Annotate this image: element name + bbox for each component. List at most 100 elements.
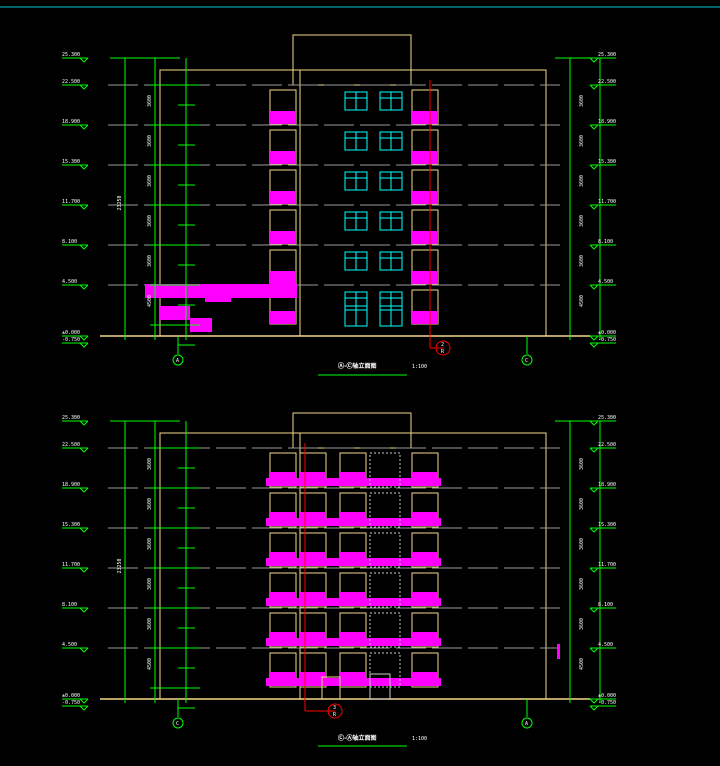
balcony-opening — [411, 652, 439, 688]
level-triangle — [589, 342, 599, 348]
level-text: ±0.000 — [598, 693, 616, 699]
level-triangle — [79, 447, 89, 453]
level-text: 15.300 — [62, 522, 80, 528]
section-sheet: R — [333, 712, 337, 718]
floor-dimension-text: 3600 — [147, 255, 153, 267]
title-block-2: Ⓒ-Ⓐ轴立面图 1:100 — [318, 734, 427, 747]
stair-tower — [292, 412, 412, 449]
floor-dimension-text: 4500 — [147, 295, 153, 307]
floor-dimension-text: 4500 — [579, 658, 585, 670]
balcony-opening — [269, 612, 297, 648]
floor-dimension-text: 3600 — [147, 538, 153, 550]
elevation-1-title: Ⓐ-Ⓒ轴立面图 — [338, 362, 377, 370]
level-triangle — [589, 244, 599, 250]
level-triangle — [79, 342, 89, 348]
axis-bubble — [521, 354, 533, 366]
axis-label: C — [525, 358, 528, 364]
level-text: -0.750 — [62, 700, 80, 706]
level-triangle — [589, 647, 599, 653]
corridor-railing — [266, 478, 441, 486]
elevation-1-scale: 1:100 — [412, 364, 427, 370]
level-text: 15.300 — [598, 522, 616, 528]
floor-dimension-text: 3600 — [147, 135, 153, 147]
floor-dimension-text: 3600 — [147, 578, 153, 590]
balcony-opening — [269, 572, 297, 608]
level-text: 8.100 — [62, 602, 77, 608]
level-text: 4.500 — [598, 279, 613, 285]
floor-dimension-text: 3600 — [147, 95, 153, 107]
level-triangle — [79, 647, 89, 653]
elevation-2-title: Ⓒ-Ⓐ轴立面图 — [338, 734, 377, 742]
canopy-marker — [557, 644, 560, 659]
level-text: 18.900 — [62, 482, 80, 488]
floor-dimension-text: 4500 — [579, 295, 585, 307]
floor-dimension-text: 3600 — [579, 578, 585, 590]
axis-label: A — [525, 721, 528, 727]
floor-dimension-text: 3600 — [579, 458, 585, 470]
balcony-opening — [339, 452, 367, 488]
level-triangle — [589, 284, 599, 290]
level-text: 22.500 — [62, 442, 80, 448]
axis-label: C — [176, 721, 179, 727]
total-dimension-text: 23250 — [117, 195, 123, 210]
section-number: 3 — [333, 705, 336, 711]
balcony-opening — [299, 492, 327, 528]
floor-dimension-text: 3600 — [579, 618, 585, 630]
level-text: 11.700 — [598, 199, 616, 205]
balcony-opening — [411, 612, 439, 648]
level-text: 25.300 — [62, 52, 80, 58]
level-text: 11.700 — [62, 199, 80, 205]
level-triangle — [79, 567, 89, 573]
entrance-door — [321, 676, 341, 700]
level-triangle — [79, 607, 89, 613]
balcony-opening — [411, 572, 439, 608]
level-triangle — [79, 420, 89, 426]
level-triangle — [589, 527, 599, 533]
floor-dimension-text: 3600 — [147, 618, 153, 630]
level-text: 8.100 — [598, 239, 613, 245]
balcony-opening — [339, 492, 367, 528]
floor-dimension-text: 3600 — [579, 175, 585, 187]
level-triangle — [589, 335, 599, 341]
level-text: ±0.000 — [598, 330, 616, 336]
level-triangle — [589, 607, 599, 613]
section-sheet: R — [441, 349, 445, 355]
level-text: -0.750 — [598, 700, 616, 706]
level-triangle — [79, 698, 89, 704]
balcony-opening — [411, 492, 439, 528]
level-text: 18.900 — [62, 119, 80, 125]
level-triangle — [79, 57, 89, 63]
corridor-railing — [266, 558, 441, 566]
balcony-opening — [299, 452, 327, 488]
level-triangle — [79, 204, 89, 210]
section-symbol — [327, 703, 343, 719]
balcony-opening — [269, 492, 297, 528]
balcony-railing — [270, 151, 296, 164]
level-text: 18.900 — [598, 482, 616, 488]
total-dimension-text: 23250 — [117, 558, 123, 573]
floor-dimension-text: 4500 — [147, 658, 153, 670]
stair-flight — [205, 288, 231, 302]
level-text: 25.300 — [598, 415, 616, 421]
corridor-railing — [266, 638, 441, 646]
balcony-opening — [411, 452, 439, 488]
level-text: 11.700 — [598, 562, 616, 568]
floor-dimension-text: 3600 — [147, 215, 153, 227]
axis-bubble — [172, 717, 184, 729]
level-text: -0.750 — [598, 337, 616, 343]
floor-dimension-text: 3600 — [579, 95, 585, 107]
level-triangle — [589, 84, 599, 90]
level-triangle — [589, 204, 599, 210]
stair-flight — [160, 306, 190, 320]
balcony-opening — [339, 532, 367, 568]
balcony-railing — [412, 271, 438, 284]
level-text: 18.900 — [598, 119, 616, 125]
balcony-railing — [270, 231, 296, 244]
level-triangle — [79, 487, 89, 493]
section-number: 2 — [441, 342, 444, 348]
level-text: -0.750 — [62, 337, 80, 343]
level-triangle — [589, 698, 599, 704]
floor-dimension-text: 3600 — [147, 175, 153, 187]
balcony-railing — [270, 271, 296, 284]
balcony-railing — [412, 191, 438, 204]
